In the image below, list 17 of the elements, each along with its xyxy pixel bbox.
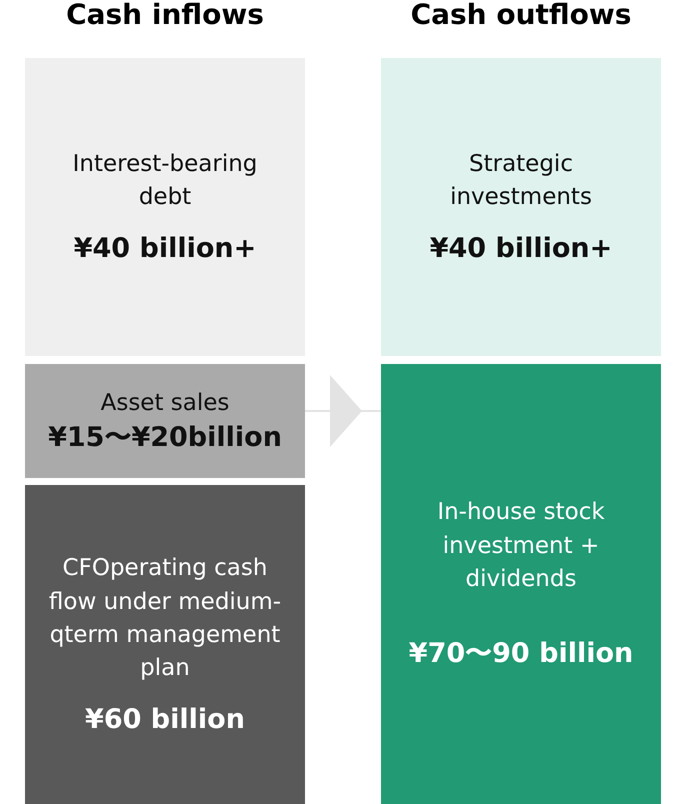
amount-text: ¥40 billion+ xyxy=(74,232,256,266)
column-heading: Cash inflows xyxy=(65,0,265,31)
amount-text: ¥70〜90 billion xyxy=(408,637,634,672)
category-text: In-house stock investment + dividends xyxy=(436,498,606,594)
inflow-box xyxy=(25,364,305,478)
category-text: Strategic investments xyxy=(449,150,593,212)
amount-text: ¥40 billion+ xyxy=(430,232,612,266)
amount-text: ¥15〜¥20billion xyxy=(48,421,282,456)
amount-text: ¥60 billion xyxy=(85,702,245,737)
category-text: CFOperating cash flow under medium- qterm management plan xyxy=(48,554,282,684)
column-heading: Cash outflows xyxy=(410,0,632,31)
chevron-arrow xyxy=(305,375,381,447)
category-text: Asset sales xyxy=(100,388,230,418)
outflow-box xyxy=(381,58,661,356)
category-text: Interest-bearing debt xyxy=(72,150,258,212)
outflow-box xyxy=(381,364,661,804)
inflow-box xyxy=(25,485,305,804)
